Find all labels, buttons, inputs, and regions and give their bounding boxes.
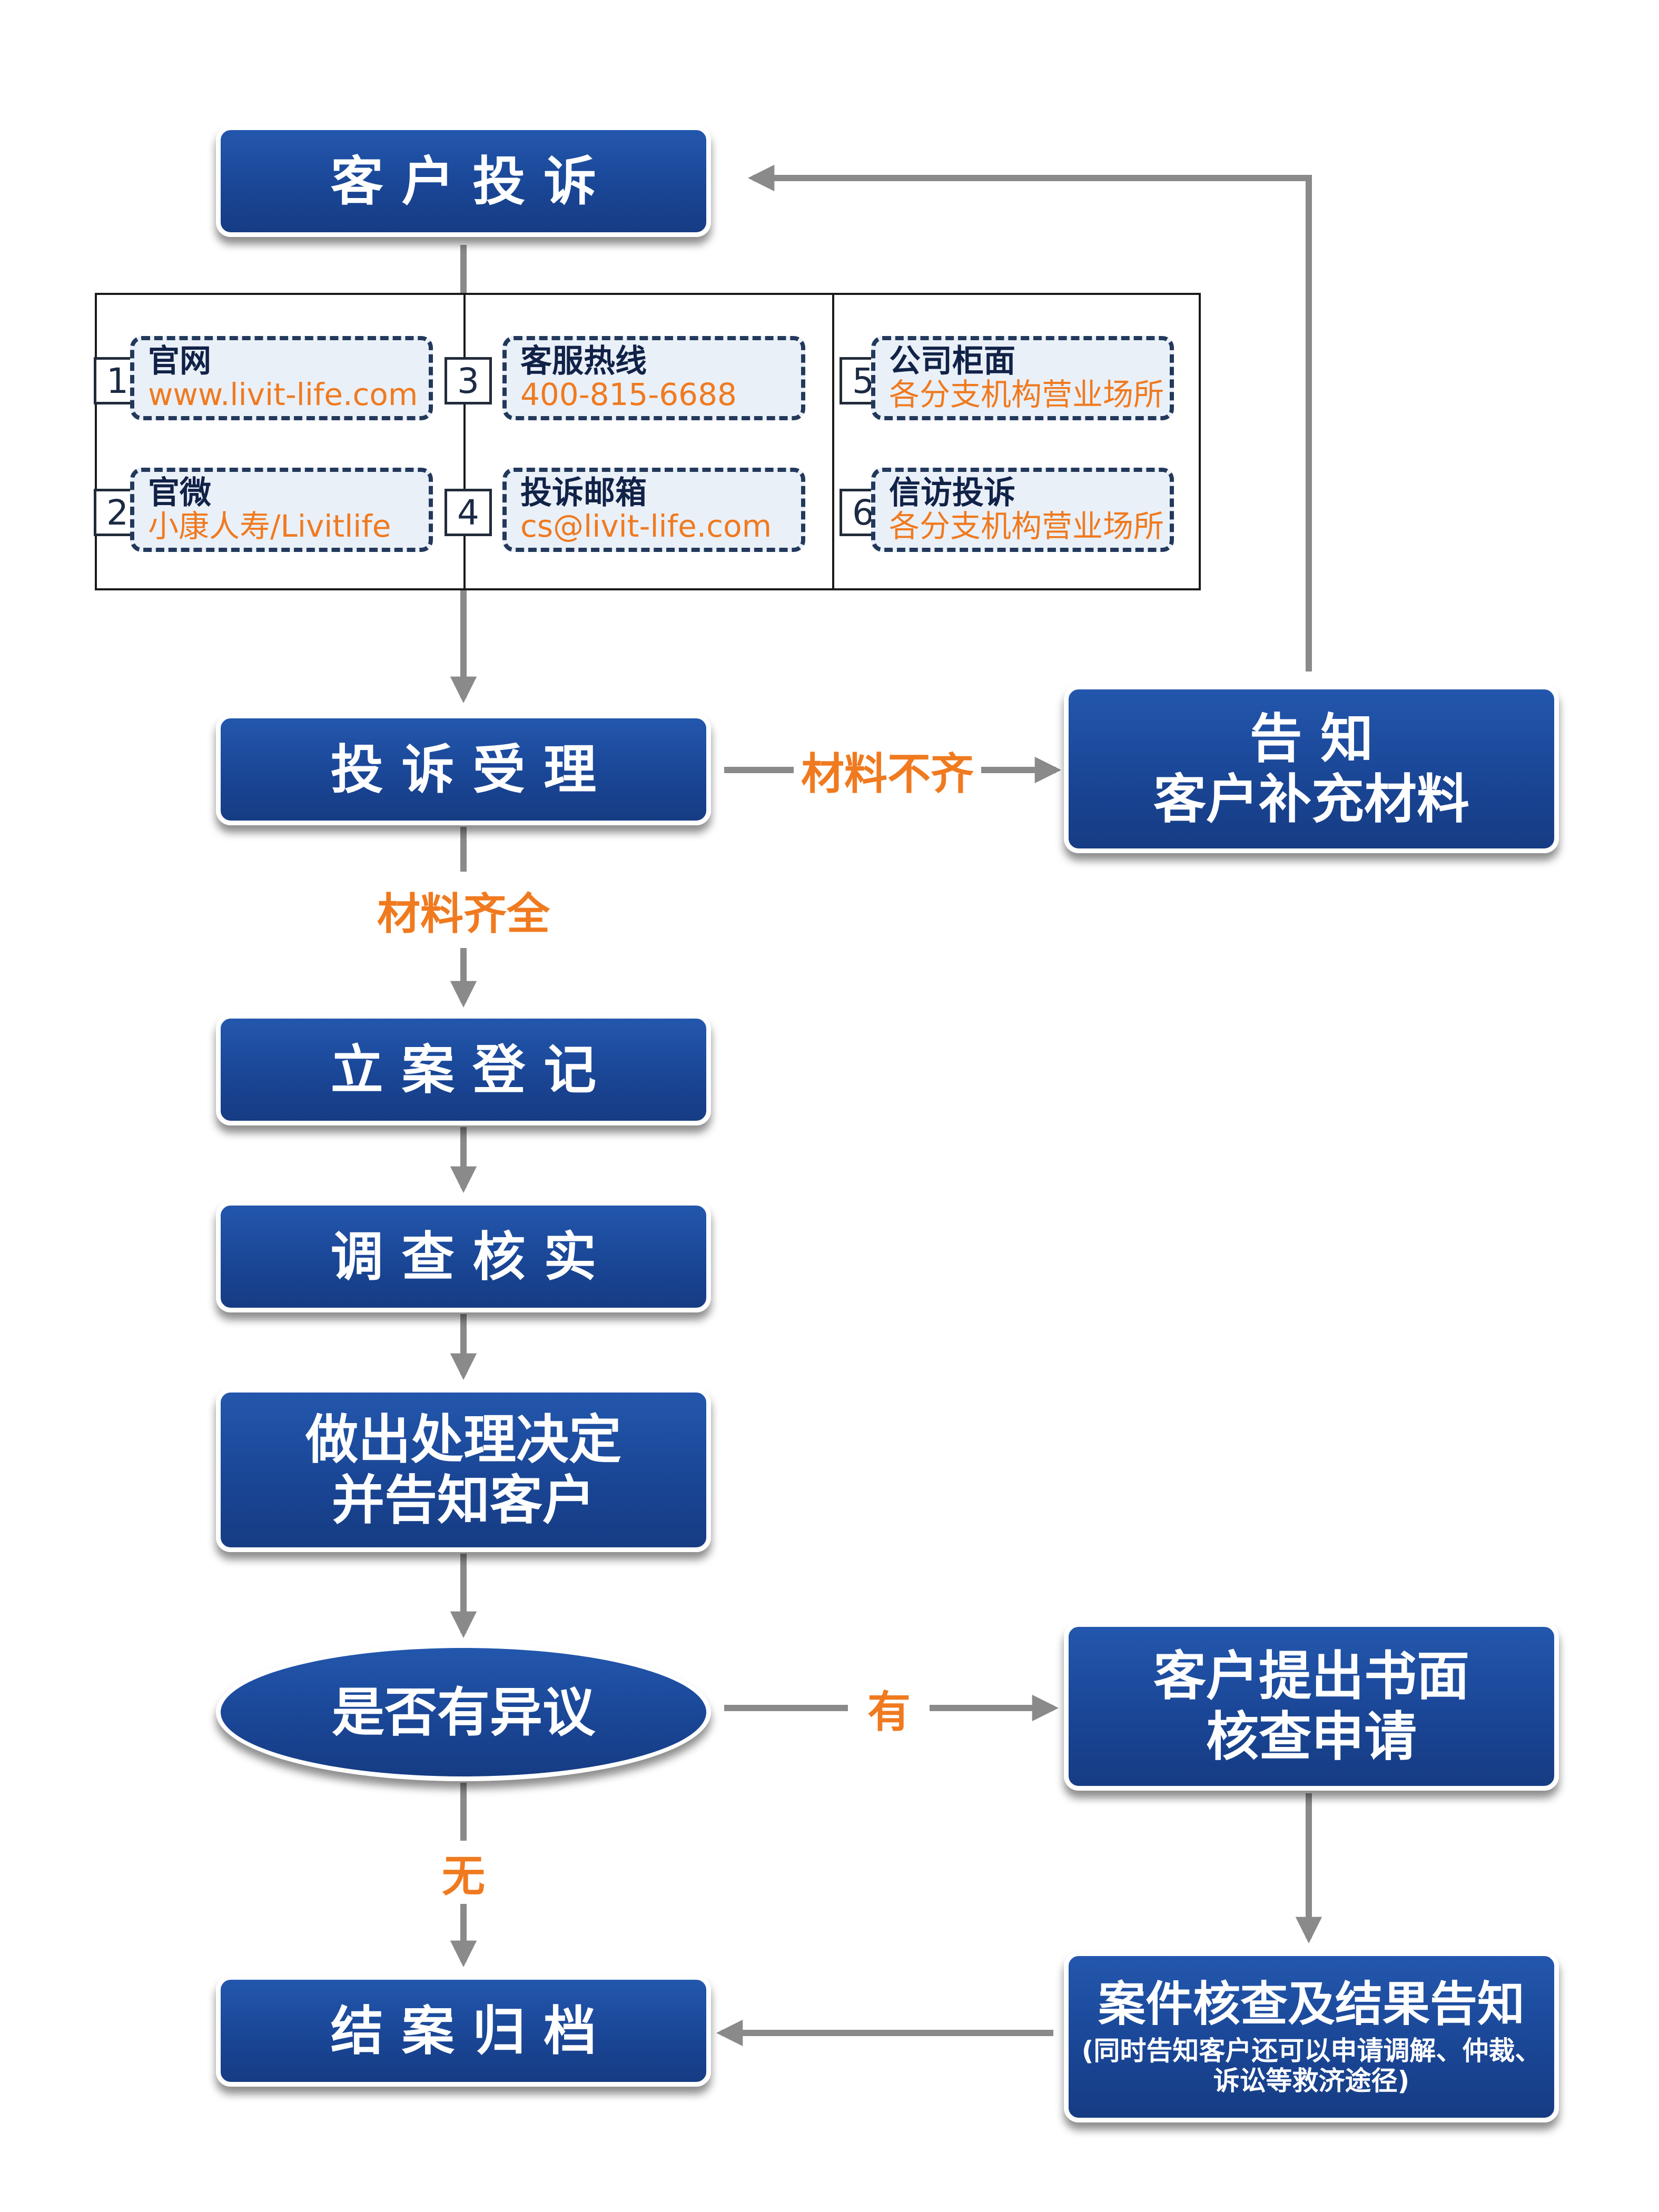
channel-value: 各分支机构营业场所 xyxy=(889,376,1164,412)
channel-value: 各分支机构营业场所 xyxy=(889,508,1164,544)
node-title: 案件核查及结果告知 xyxy=(1098,1977,1525,2032)
channel-value: 小康人寿/Livitlife xyxy=(148,508,391,544)
node-case-review-result: 案件核查及结果告知 (同时告知客户还可以申请调解、仲裁、 诉讼等救济途径) xyxy=(1064,1951,1559,2122)
node-complaint-acceptance: 投 诉 受 理 xyxy=(216,714,711,825)
edge-label-materials-incomplete: 材料不齐 xyxy=(793,738,982,802)
node-label: 投 诉 受 理 xyxy=(330,738,597,801)
node-label: 客 户 投 诉 xyxy=(330,150,597,212)
channel-number: 3 xyxy=(445,357,492,404)
node-label: 调 查 核 实 xyxy=(330,1226,597,1288)
node-note-line-1: (同时告知客户还可以申请调解、仲裁、 xyxy=(1081,2035,1542,2066)
node-label: 是否有异议 xyxy=(332,1681,595,1743)
node-investigation: 调 查 核 实 xyxy=(216,1201,711,1312)
node-label: 结 案 归 档 xyxy=(330,2000,597,2062)
node-label: 立 案 登 记 xyxy=(330,1039,597,1101)
channel-value: www.livit-life.com xyxy=(148,376,418,412)
edge-notify-to-complaint xyxy=(747,164,1312,671)
edge-label-yes: 有 xyxy=(860,1676,919,1740)
channel-email: 投诉邮箱 cs@livit-life.com xyxy=(502,468,805,552)
channel-name: 投诉邮箱 xyxy=(520,474,647,511)
node-label-line-2: 客户补充材料 xyxy=(1153,768,1469,830)
node-case-registration: 立 案 登 记 xyxy=(216,1014,711,1125)
node-notify-supplement: 告 知 客户补充材料 xyxy=(1064,685,1559,853)
channel-name: 公司柜面 xyxy=(889,342,1015,380)
channel-counter: 公司柜面 各分支机构营业场所 xyxy=(871,336,1174,420)
channel-number: 4 xyxy=(445,489,492,536)
node-label-line-1: 告 知 xyxy=(1249,708,1374,769)
node-case-archive: 结 案 归 档 xyxy=(216,1975,711,2087)
node-note-line-2: 诉讼等救济途径) xyxy=(1213,2066,1410,2097)
channel-value: 400-815-6688 xyxy=(520,376,737,412)
node-customer-complaint: 客 户 投 诉 xyxy=(216,125,711,237)
channel-value: cs@livit-life.com xyxy=(520,508,772,544)
channel-wechat: 官微 小康人寿/Livitlife xyxy=(130,468,433,552)
edge-label-materials-complete: 材料齐全 xyxy=(369,878,558,942)
node-label-line-2: 核查申请 xyxy=(1206,1706,1417,1767)
channel-name: 信访投诉 xyxy=(889,474,1015,511)
channel-website: 官网 www.livit-life.com xyxy=(130,336,433,420)
panel-divider xyxy=(463,295,466,588)
channel-hotline: 客服热线 400-815-6688 xyxy=(502,336,805,420)
channel-name: 官网 xyxy=(148,342,211,380)
node-objection-decision: 是否有异议 xyxy=(216,1643,711,1781)
node-decision-and-notify: 做出处理决定 并告知客户 xyxy=(216,1388,711,1552)
node-label-line-1: 做出处理决定 xyxy=(305,1409,621,1470)
edge-label-no: 无 xyxy=(434,1841,493,1904)
node-written-review-request: 客户提出书面 核查申请 xyxy=(1064,1622,1559,1791)
panel-divider xyxy=(832,295,834,588)
channel-name: 官微 xyxy=(148,474,211,511)
channel-petition: 信访投诉 各分支机构营业场所 xyxy=(871,468,1174,552)
channel-name: 客服热线 xyxy=(520,342,647,380)
node-label-line-1: 客户提出书面 xyxy=(1153,1645,1469,1707)
node-label-line-2: 并告知客户 xyxy=(332,1469,595,1531)
complaint-channels-panel: 1 官网 www.livit-life.com 2 官微 小康人寿/Livitl… xyxy=(94,293,1201,590)
